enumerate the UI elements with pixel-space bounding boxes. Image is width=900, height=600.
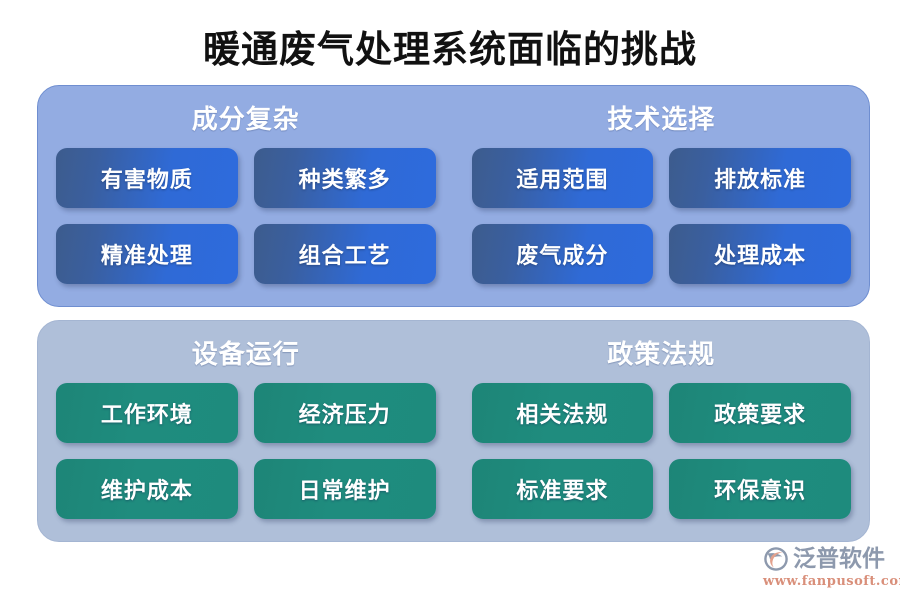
card-item[interactable]: 排放标准 <box>669 148 851 208</box>
card-grid-equipment: 工作环境 经济压力 维护成本 日常维护 <box>56 383 436 519</box>
panel-columns: 成分复杂 有害物质 种类繁多 精准处理 组合工艺 技术选择 适用范围 排放标准 … <box>38 86 869 306</box>
card-item[interactable]: 工作环境 <box>56 383 238 443</box>
page-title: 暖通废气处理系统面临的挑战 <box>203 27 697 71</box>
panel-challenges-lower: 设备运行 工作环境 经济压力 维护成本 日常维护 政策法规 相关法规 政策要求 … <box>37 320 870 542</box>
card-item[interactable]: 环保意识 <box>669 459 851 519</box>
card-item[interactable]: 适用范围 <box>471 148 654 208</box>
card-item[interactable]: 精准处理 <box>56 224 238 284</box>
card-item[interactable]: 处理成本 <box>669 224 851 284</box>
card-item[interactable]: 日常维护 <box>253 459 436 519</box>
card-item[interactable]: 有害物质 <box>56 148 238 208</box>
logo-website-url: www.fanpusoft.com <box>763 574 900 589</box>
card-item[interactable]: 政策要求 <box>669 383 851 443</box>
card-item[interactable]: 相关法规 <box>471 383 654 443</box>
logo-company-name: 泛普软件 <box>793 545 885 572</box>
group-composition: 成分复杂 有害物质 种类繁多 精准处理 组合工艺 <box>38 86 454 306</box>
card-item[interactable]: 种类繁多 <box>253 148 436 208</box>
card-item[interactable]: 经济压力 <box>253 383 436 443</box>
card-item[interactable]: 组合工艺 <box>253 224 436 284</box>
group-heading-technology: 技术选择 <box>607 105 716 135</box>
card-grid-technology: 适用范围 排放标准 废气成分 处理成本 <box>471 148 851 284</box>
card-grid-composition: 有害物质 种类繁多 精准处理 组合工艺 <box>56 148 436 284</box>
panel-columns: 设备运行 工作环境 经济压力 维护成本 日常维护 政策法规 相关法规 政策要求 … <box>38 321 869 541</box>
group-heading-composition: 成分复杂 <box>191 105 300 135</box>
card-item[interactable]: 废气成分 <box>471 224 654 284</box>
card-grid-policy: 相关法规 政策要求 标准要求 环保意识 <box>471 383 851 519</box>
group-technology: 技术选择 适用范围 排放标准 废气成分 处理成本 <box>454 86 870 306</box>
panel-challenges-upper: 成分复杂 有害物质 种类繁多 精准处理 组合工艺 技术选择 适用范围 排放标准 … <box>37 85 870 307</box>
group-heading-equipment: 设备运行 <box>191 340 300 370</box>
fanpu-swirl-icon <box>763 546 789 572</box>
card-item[interactable]: 维护成本 <box>56 459 238 519</box>
group-policy: 政策法规 相关法规 政策要求 标准要求 环保意识 <box>454 321 870 541</box>
brand-logo: 泛普软件 www.fanpusoft.com <box>763 545 900 591</box>
group-heading-policy: 政策法规 <box>607 340 716 370</box>
card-item[interactable]: 标准要求 <box>471 459 654 519</box>
logo-row: 泛普软件 <box>763 545 891 573</box>
group-equipment: 设备运行 工作环境 经济压力 维护成本 日常维护 <box>38 321 454 541</box>
